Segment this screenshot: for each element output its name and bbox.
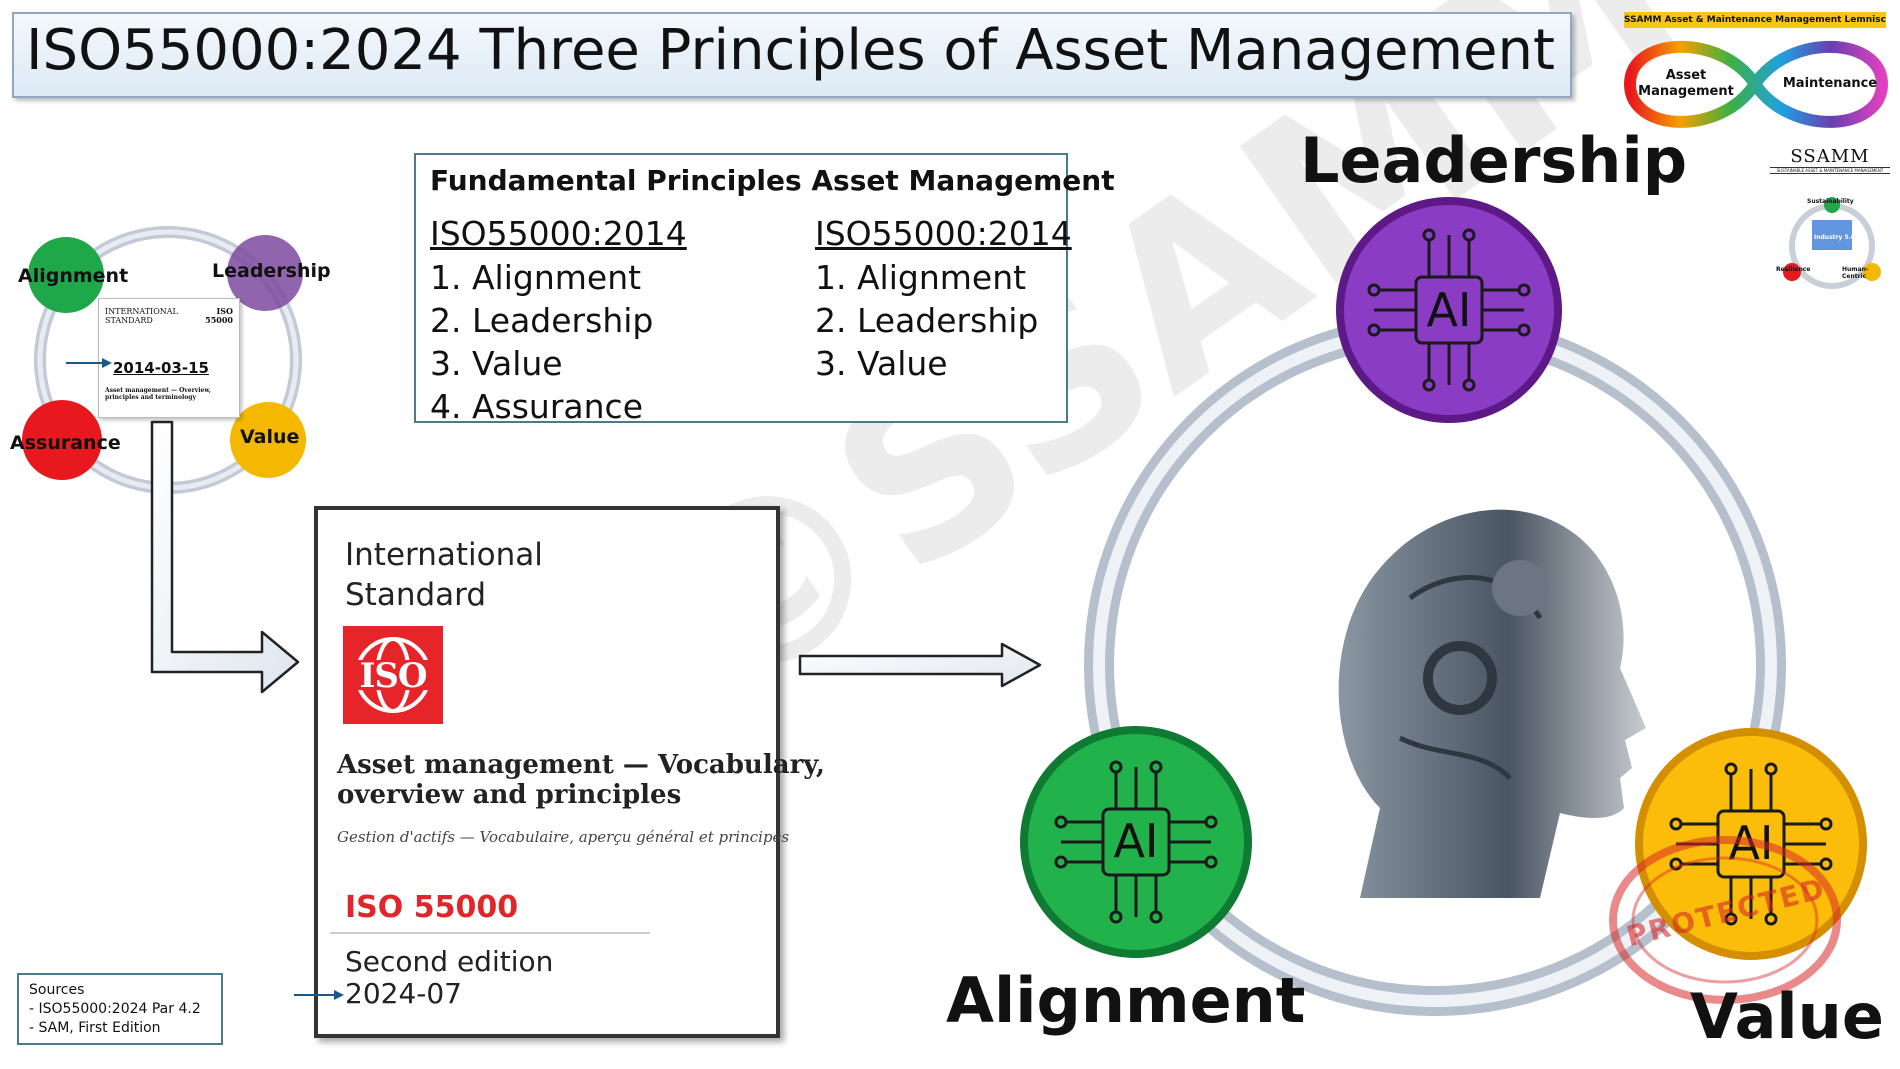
fundamentals-left-item: 2. Leadership bbox=[430, 301, 654, 340]
protected-stamp-ring bbox=[1609, 836, 1841, 1004]
document-number: ISO 55000 bbox=[345, 890, 519, 925]
mini-doc-right: ISO 55000 bbox=[205, 306, 233, 325]
fundamentals-right-item: 3. Value bbox=[815, 344, 948, 383]
old-assurance-circle bbox=[22, 400, 102, 480]
mini-doc-pointer-arrow bbox=[66, 358, 112, 368]
protected-stamp: PROTECTED bbox=[1600, 830, 1850, 1010]
ssamm-brand: SSAMM SUSTAINABLE ASSET & MAINTENANCE MA… bbox=[1770, 146, 1890, 174]
leadership-principle: AI bbox=[1334, 195, 1564, 425]
industry-top-label: Sustainability bbox=[1807, 198, 1854, 205]
sources-line: - ISO55000:2024 Par 4.2 bbox=[29, 1001, 201, 1017]
iso-document-card bbox=[314, 506, 780, 1038]
page-title: ISO55000:2024 Three Principles of Asset … bbox=[26, 18, 1555, 83]
industry-center-label: Industry 5.0 bbox=[1814, 234, 1856, 241]
old-alignment-label: Alignment bbox=[18, 265, 129, 287]
iso-logo-text: ISO bbox=[359, 656, 427, 696]
document-title-line2: overview and principles bbox=[337, 780, 682, 810]
old-value-circle bbox=[230, 402, 306, 478]
document-title-line1: Asset management — Vocabulary, bbox=[337, 750, 825, 780]
alignment-ai-label: AI bbox=[1113, 814, 1159, 868]
lemniscate-banner: SSAMM Asset & Maintenance Management Lem… bbox=[1624, 12, 1886, 28]
lemniscate-left-label: Asset Management bbox=[1638, 68, 1734, 99]
mini-doc-title: Asset management — Overview, principles … bbox=[105, 387, 212, 401]
document-date: 2024-07 bbox=[345, 977, 462, 1010]
lemniscate-right-label: Maintenance bbox=[1782, 76, 1878, 91]
industry-right-label: Human-Centric bbox=[1842, 266, 1869, 280]
edition-pointer-arrow bbox=[294, 990, 344, 1000]
old-mini-doc: INTERNATIONAL STANDARD ISO 55000 2014-03… bbox=[98, 298, 240, 418]
mini-doc-date: 2014-03-15 bbox=[113, 359, 209, 377]
fundamentals-left-item: 1. Alignment bbox=[430, 258, 642, 297]
document-type: International Standard bbox=[345, 535, 543, 615]
mini-doc-left: INTERNATIONAL STANDARD bbox=[105, 307, 178, 325]
old-leadership-label: Leadership bbox=[212, 260, 331, 282]
old-leadership-circle bbox=[227, 235, 303, 311]
industry-mini-graphic bbox=[1783, 197, 1881, 289]
ssamm-brand-name: SSAMM bbox=[1790, 146, 1870, 167]
old-cycle-diagram bbox=[22, 226, 306, 494]
industry-mini-diagram: Sustainability Industry 5.0 Resilience H… bbox=[1772, 196, 1892, 296]
document-type-line2: Standard bbox=[345, 577, 487, 613]
document-title: Asset management — Vocabulary, overview … bbox=[337, 750, 825, 810]
sources-box: Sources - ISO55000:2024 Par 4.2 - SAM, F… bbox=[17, 973, 223, 1045]
fundamentals-right-item: 1. Alignment bbox=[815, 258, 1027, 297]
fundamentals-left-heading: ISO55000:2014 bbox=[430, 214, 687, 253]
alignment-principle: AI bbox=[1018, 724, 1254, 960]
iso-logo: ISO bbox=[343, 626, 443, 724]
sources-title: Sources bbox=[29, 982, 85, 998]
sources-line: - SAM, First Edition bbox=[29, 1020, 161, 1036]
old-value-label: Value bbox=[240, 426, 300, 448]
old-alignment-circle bbox=[28, 237, 104, 313]
lemniscate-loop bbox=[1623, 40, 1889, 128]
straight-arrow bbox=[798, 642, 1042, 688]
industry-left-label: Resilience bbox=[1776, 266, 1811, 273]
title-bar bbox=[12, 12, 1572, 98]
alignment-ai-chip bbox=[1020, 726, 1252, 958]
fundamentals-title: Fundamental Principles Asset Management bbox=[430, 164, 1115, 197]
leadership-ai-chip bbox=[1336, 197, 1562, 423]
old-assurance-label: Assurance bbox=[10, 432, 121, 454]
lemniscate-logo: SSAMM Asset & Maintenance Management Lem… bbox=[1620, 12, 1890, 142]
fundamentals-right-item: 2. Leadership bbox=[815, 301, 1039, 340]
elbow-arrow bbox=[150, 420, 300, 694]
document-type-line1: International bbox=[345, 537, 543, 573]
fundamentals-left-item: 4. Assurance bbox=[430, 387, 644, 426]
document-divider bbox=[330, 932, 650, 934]
document-edition: Second edition bbox=[345, 945, 554, 978]
leadership-ai-label: AI bbox=[1426, 283, 1472, 337]
leadership-label: Leadership bbox=[1300, 124, 1688, 197]
fundamentals-right-heading: ISO55000:2014 bbox=[815, 214, 1072, 253]
value-label: Value bbox=[1690, 980, 1884, 1053]
fundamentals-left-item: 3. Value bbox=[430, 344, 563, 383]
fundamentals-box bbox=[414, 153, 1068, 423]
ssamm-brand-sub: SUSTAINABLE ASSET & MAINTENANCE MANAGEME… bbox=[1770, 167, 1890, 174]
alignment-label: Alignment bbox=[946, 964, 1306, 1037]
document-edition-block: Second edition 2024-07 bbox=[345, 946, 553, 1010]
ai-head-illustration bbox=[1338, 509, 1646, 898]
iso-globe-icon bbox=[347, 637, 439, 713]
document-french-title: Gestion d'actifs — Vocabulaire, aperçu g… bbox=[337, 828, 790, 846]
